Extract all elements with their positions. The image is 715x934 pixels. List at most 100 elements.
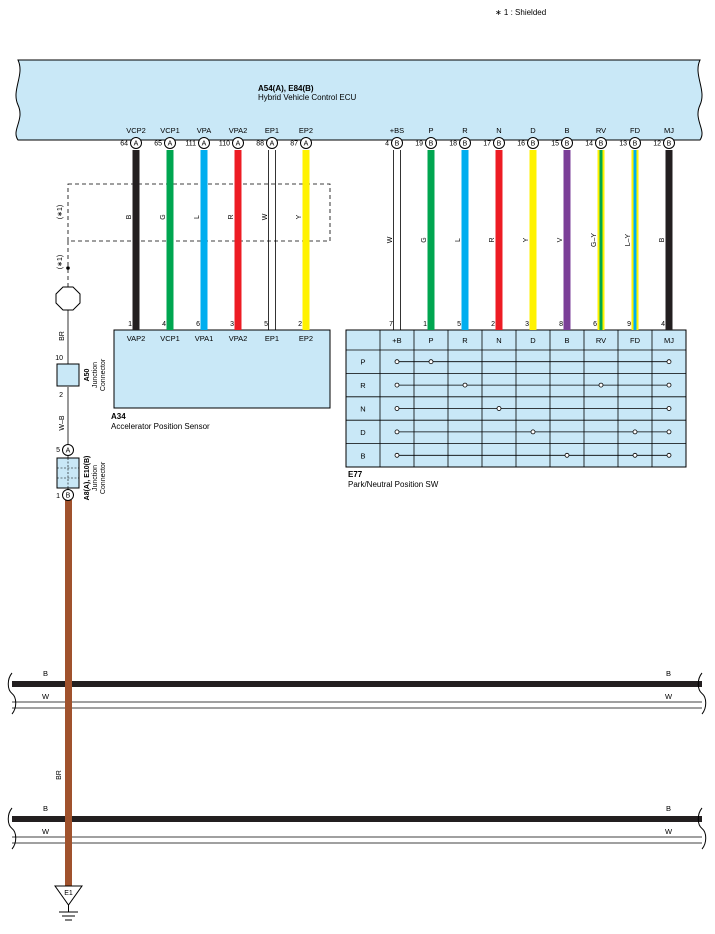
ecu-pin-connector-letter: B — [565, 141, 570, 148]
ecu-pin-connector-letter: B — [395, 141, 400, 148]
ecu-pin-number: 111 — [185, 141, 196, 148]
shield-box — [67, 183, 331, 242]
junction-a8-pin-bottom: 1 — [56, 493, 60, 500]
ecu-pin-name: R — [462, 126, 468, 135]
switch-continuity-dot — [394, 452, 400, 458]
wire-1 — [166, 150, 174, 330]
sensor-id: A34 — [111, 412, 126, 421]
wire-color-label: R — [228, 214, 235, 219]
shield-label-upper: (∗1) — [57, 205, 64, 219]
ground-wire-over-bus-2 — [65, 806, 72, 851]
ecu-pin-name: FD — [630, 126, 641, 135]
switch-column-header: +B — [392, 336, 401, 345]
ecu-pin-number: 15 — [551, 141, 559, 148]
ecu-pin-connector-marker — [391, 137, 403, 149]
switch-row-label: D — [360, 428, 366, 437]
ecu-pin-name: P — [428, 126, 433, 135]
ecu-box — [15, 59, 703, 141]
ecu-pin-number: 14 — [585, 141, 593, 148]
ground-label: E1 — [64, 890, 73, 897]
ecu-pin-connector-letter: B — [531, 141, 536, 148]
ecu-pin-number: 88 — [256, 141, 264, 148]
ecu-pin-name: B — [564, 126, 569, 135]
wire-color-label: W — [262, 213, 269, 220]
ground-wire-over-bus-1 — [65, 671, 72, 716]
switch-continuity-dot — [666, 429, 672, 435]
wire-color-label: G — [160, 214, 167, 219]
junction-a8-pin-top-marker — [62, 444, 74, 456]
ecu-pin-connector-marker — [527, 137, 539, 149]
ecu-pin-name: +BS — [390, 126, 404, 135]
junction-a8-line2: Connector — [100, 461, 107, 494]
wire-8 — [461, 150, 469, 330]
junction-a8-line1: Junction — [92, 465, 99, 491]
ecu-pin-connector-marker — [561, 137, 573, 149]
wire-stripe-13 — [633, 150, 637, 330]
ecu-pin-connector-marker — [425, 137, 437, 149]
sensor-pin-number: 2 — [298, 321, 302, 328]
switch-continuity-dot — [666, 382, 672, 388]
ecu-pin-connector-marker — [198, 137, 210, 149]
sensor-pin-number: 4 — [162, 321, 166, 328]
ground-triangle — [54, 885, 83, 906]
sensor-pin-name: EP1 — [265, 334, 279, 343]
sensor-pin-number: 3 — [230, 321, 234, 328]
ecu-pin-name: VPA2 — [229, 126, 248, 135]
switch-row-label: P — [360, 358, 365, 367]
switch-pin-number: 9 — [627, 321, 631, 328]
bus-black-label-left: B — [43, 669, 48, 678]
switch-continuity-dot — [496, 406, 502, 411]
sensor-pin-name: VAP2 — [127, 334, 146, 343]
switch-column-header: MJ — [664, 336, 674, 345]
sensor-pin-name: EP2 — [299, 334, 313, 343]
ecu-pin-number: 110 — [219, 141, 230, 148]
bus-white-label-right: W — [665, 692, 673, 701]
ecu-subtitle: Hybrid Vehicle Control ECU — [258, 93, 356, 102]
ecu-pin-name: EP1 — [265, 126, 279, 135]
junction-a50-line2: Connector — [100, 358, 107, 391]
junction-a50-id: A50 — [84, 368, 91, 381]
bus-black-wire — [12, 681, 702, 687]
ecu-pin-connector-marker — [493, 137, 505, 149]
switch-column-header: P — [428, 336, 433, 345]
ecu-pin-connector-marker — [459, 137, 471, 149]
switch-pin-number: 1 — [423, 321, 427, 328]
junction-a8-id: A8(A), E10(B) — [84, 456, 91, 501]
switch-continuity-dot — [666, 406, 672, 411]
switch-continuity-dot — [564, 452, 570, 458]
sensor-box — [113, 329, 331, 409]
ecu-pin-name: VCP2 — [126, 126, 146, 135]
junction-a8-pin-top: 5 — [56, 447, 60, 454]
bus-break-right — [697, 672, 707, 715]
switch-column-header: FD — [630, 336, 641, 345]
wire-color-label: L — [194, 215, 201, 219]
switch-row-label: N — [360, 405, 365, 414]
bus-break-left — [7, 672, 17, 715]
ecu-pin-connector-marker — [130, 137, 142, 149]
ecu-pin-connector-letter: A — [202, 141, 207, 148]
ecu-pin-number: 19 — [415, 141, 423, 148]
wire-9 — [495, 150, 503, 330]
switch-continuity-dot — [394, 382, 400, 388]
wire-10 — [529, 150, 537, 330]
switch-pin-number: 8 — [559, 321, 563, 328]
wire-color-label: V — [557, 237, 564, 242]
switch-pin-number: 2 — [491, 321, 495, 328]
wire-color-label: B — [659, 237, 666, 242]
wire-3 — [234, 150, 242, 330]
wire-color-label: Y — [296, 214, 303, 219]
ecu-pin-connector-marker — [629, 137, 641, 149]
ecu-pin-connector-letter: A — [168, 141, 173, 148]
ecu-pin-connector-marker — [266, 137, 278, 149]
ecu-pin-connector-marker — [232, 137, 244, 149]
wire-0 — [132, 150, 140, 330]
junction-a8-pin-bottom-marker — [62, 489, 74, 501]
ecu-pin-number: 18 — [449, 141, 457, 148]
wire-2 — [200, 150, 208, 330]
bus-break-right — [697, 807, 707, 850]
junction-a8-pin-top-conn: A — [66, 448, 71, 455]
ecu-pin-number: 4 — [385, 141, 389, 148]
sensor-pin-name: VPA1 — [195, 334, 214, 343]
switch-continuity-dot — [666, 452, 672, 458]
